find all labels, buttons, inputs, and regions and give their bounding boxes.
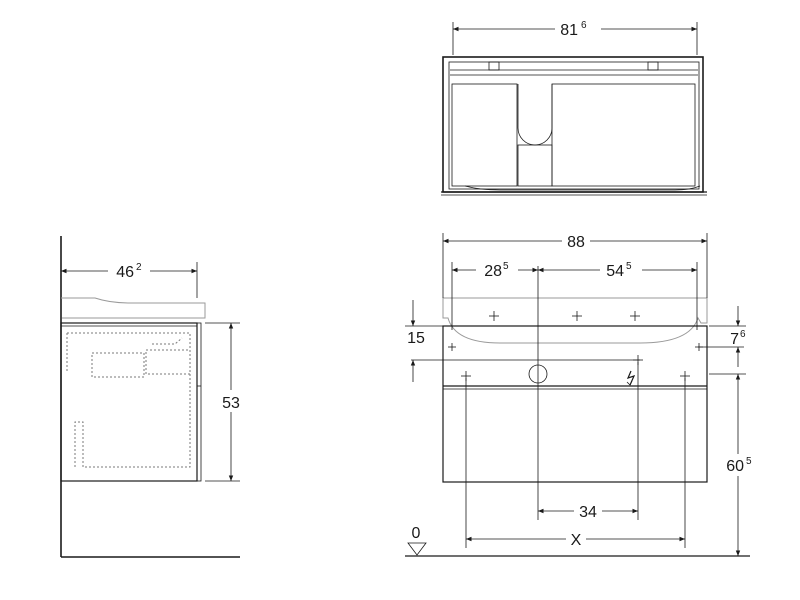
front-left-offset-label-sup: 5: [503, 261, 509, 272]
side-depth-label-sup: 2: [136, 262, 142, 273]
front-width-label: 88: [567, 234, 585, 251]
side-height-label: 53: [222, 395, 240, 412]
top-view-left-compartment: [451, 83, 518, 187]
front-floor-height-label: 60: [726, 458, 744, 475]
front-floor-height-label-sup: 5: [746, 456, 752, 467]
front-left-height-label: 15: [407, 330, 425, 347]
top-width-label-sup: 6: [581, 20, 587, 31]
front-cabinet-outline: [442, 325, 708, 483]
side-basin-outline: [61, 297, 206, 319]
top-width-label: 81: [560, 22, 578, 39]
side-depth-label: 46: [116, 264, 134, 281]
top-view-right-compartment: [551, 83, 696, 187]
drain-spacing-label: 34: [579, 504, 597, 521]
variable-x-label: X: [571, 532, 582, 549]
side-view: 46 2 53: [60, 236, 245, 558]
front-view: 88 28 5 54 5 15 7 6 60 5 34 X: [405, 231, 762, 557]
top-view-outline: [442, 56, 704, 193]
top-view-inner-outline: [448, 61, 700, 190]
front-basin-outline: [442, 297, 708, 344]
side-cabinet-outline: [60, 322, 198, 482]
front-right-offset-label-sup: 5: [626, 261, 632, 272]
electric-icon: [626, 370, 636, 386]
floor-level-marker-icon: [407, 542, 427, 556]
front-left-offset-label: 28: [484, 263, 502, 280]
top-view: 81 6: [441, 19, 707, 196]
siphon-cutout: [517, 84, 553, 146]
side-drawer-hidden-line: [67, 332, 191, 468]
front-right-small-label-sup: 6: [740, 329, 746, 340]
connection-points: [448, 311, 703, 381]
front-right-small-label: 7: [730, 331, 739, 348]
floor-level-label: 0: [412, 525, 421, 542]
front-right-offset-label: 54: [606, 263, 624, 280]
